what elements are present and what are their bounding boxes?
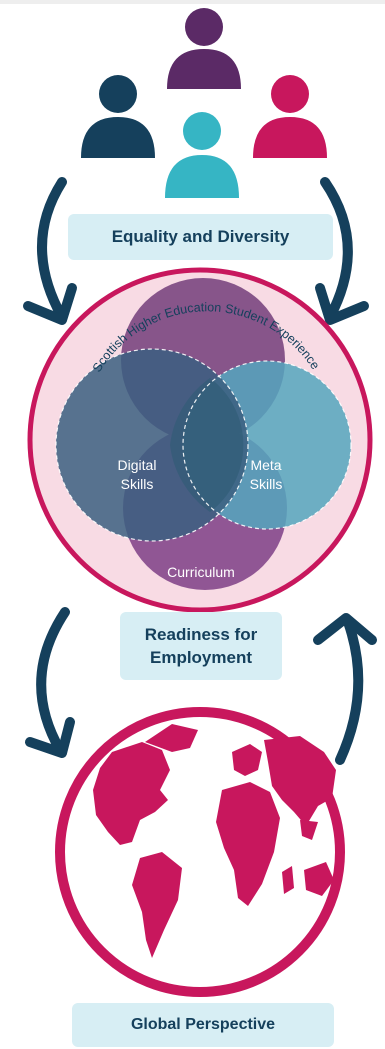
readiness-employment-label: Readiness for Employment — [120, 612, 282, 680]
curriculum-label: Curriculum — [167, 564, 235, 580]
global-text: Global Perspective — [130, 1016, 276, 1033]
top-divider — [0, 0, 385, 4]
meta-line1: Meta — [250, 457, 282, 473]
meta-skills-label: Meta Skills — [230, 456, 302, 494]
arrow-right-up-icon — [313, 613, 377, 765]
readiness-line1: Readiness for — [144, 625, 258, 644]
venn-diagram — [55, 278, 352, 590]
person-purple-icon — [167, 8, 241, 89]
digital-line2: Skills — [120, 476, 154, 492]
equality-diversity-label: Equality and Diversity — [68, 214, 333, 260]
person-navy-icon — [81, 75, 155, 158]
meta-line2: Skills — [249, 476, 283, 492]
readiness-line2: Employment — [149, 648, 253, 667]
arrow-left-down-icon — [23, 177, 77, 325]
digital-line1: Digital — [117, 457, 157, 473]
globe-icon — [55, 707, 345, 997]
arrow-right-down-icon — [315, 177, 369, 325]
global-perspective-label: Global Perspective — [72, 1003, 334, 1047]
person-magenta-icon — [253, 75, 327, 158]
equality-text: Equality and Diversity — [111, 227, 290, 246]
person-teal-icon — [165, 112, 239, 198]
arrow-left-lower-icon — [25, 607, 75, 758]
digital-skills-label: Digital Skills — [98, 456, 176, 494]
